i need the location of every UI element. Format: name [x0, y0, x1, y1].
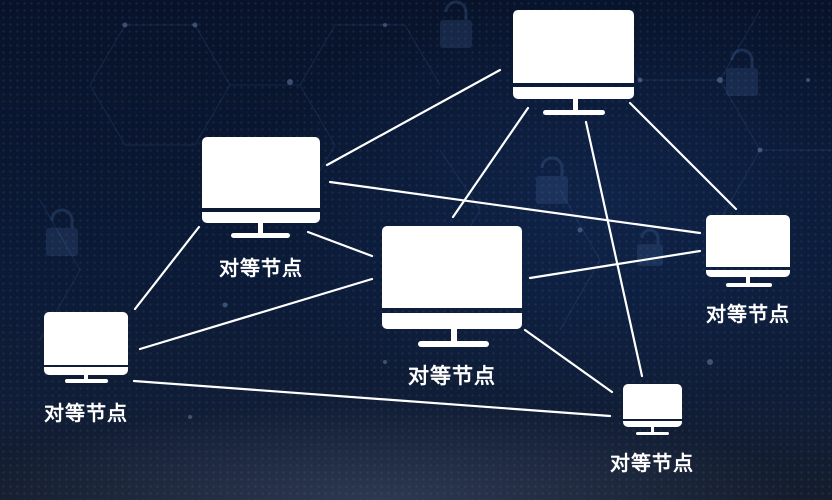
monitor-icon	[623, 384, 682, 419]
monitor-base	[623, 421, 682, 427]
link-top-bottom-right	[584, 120, 644, 378]
monitor-foot	[636, 432, 669, 435]
link-top-right	[628, 101, 738, 211]
link-center-right	[528, 249, 702, 280]
monitor-icon	[202, 137, 320, 208]
node-label: 对等节点	[44, 401, 128, 425]
link-center-bottom-right	[523, 328, 614, 394]
link-upper-left-left	[133, 225, 201, 311]
monitor-base	[44, 367, 128, 375]
monitor-foot	[726, 283, 772, 287]
monitor-neck	[451, 329, 457, 343]
monitor-neck	[651, 427, 654, 433]
monitor-base	[202, 212, 320, 223]
monitor-neck	[746, 277, 750, 285]
link-top-center	[451, 106, 530, 219]
monitor-neck	[258, 223, 263, 234]
monitor-neck	[84, 375, 88, 381]
monitor-foot	[543, 110, 605, 115]
node-label: 对等节点	[610, 451, 694, 475]
monitor-icon	[706, 215, 790, 267]
node-label: 对等节点	[706, 302, 790, 326]
monitor-foot	[231, 233, 290, 238]
monitor-foot	[418, 341, 489, 347]
link-center-left	[138, 277, 374, 351]
link-upper-left-center	[306, 230, 374, 258]
monitor-icon	[513, 10, 634, 83]
monitor-neck	[573, 99, 578, 111]
link-left-bottom-right	[132, 379, 612, 418]
monitor-base	[382, 313, 522, 329]
monitor-base	[706, 270, 790, 277]
link-upper-left-right	[328, 180, 702, 235]
node-label: 对等节点	[408, 364, 496, 388]
monitor-foot	[65, 379, 108, 383]
link-top-upper-left	[325, 68, 502, 167]
node-label: 对等节点	[219, 256, 303, 280]
monitor-icon	[382, 226, 522, 308]
monitor-icon	[44, 312, 128, 365]
monitor-base	[513, 87, 634, 99]
